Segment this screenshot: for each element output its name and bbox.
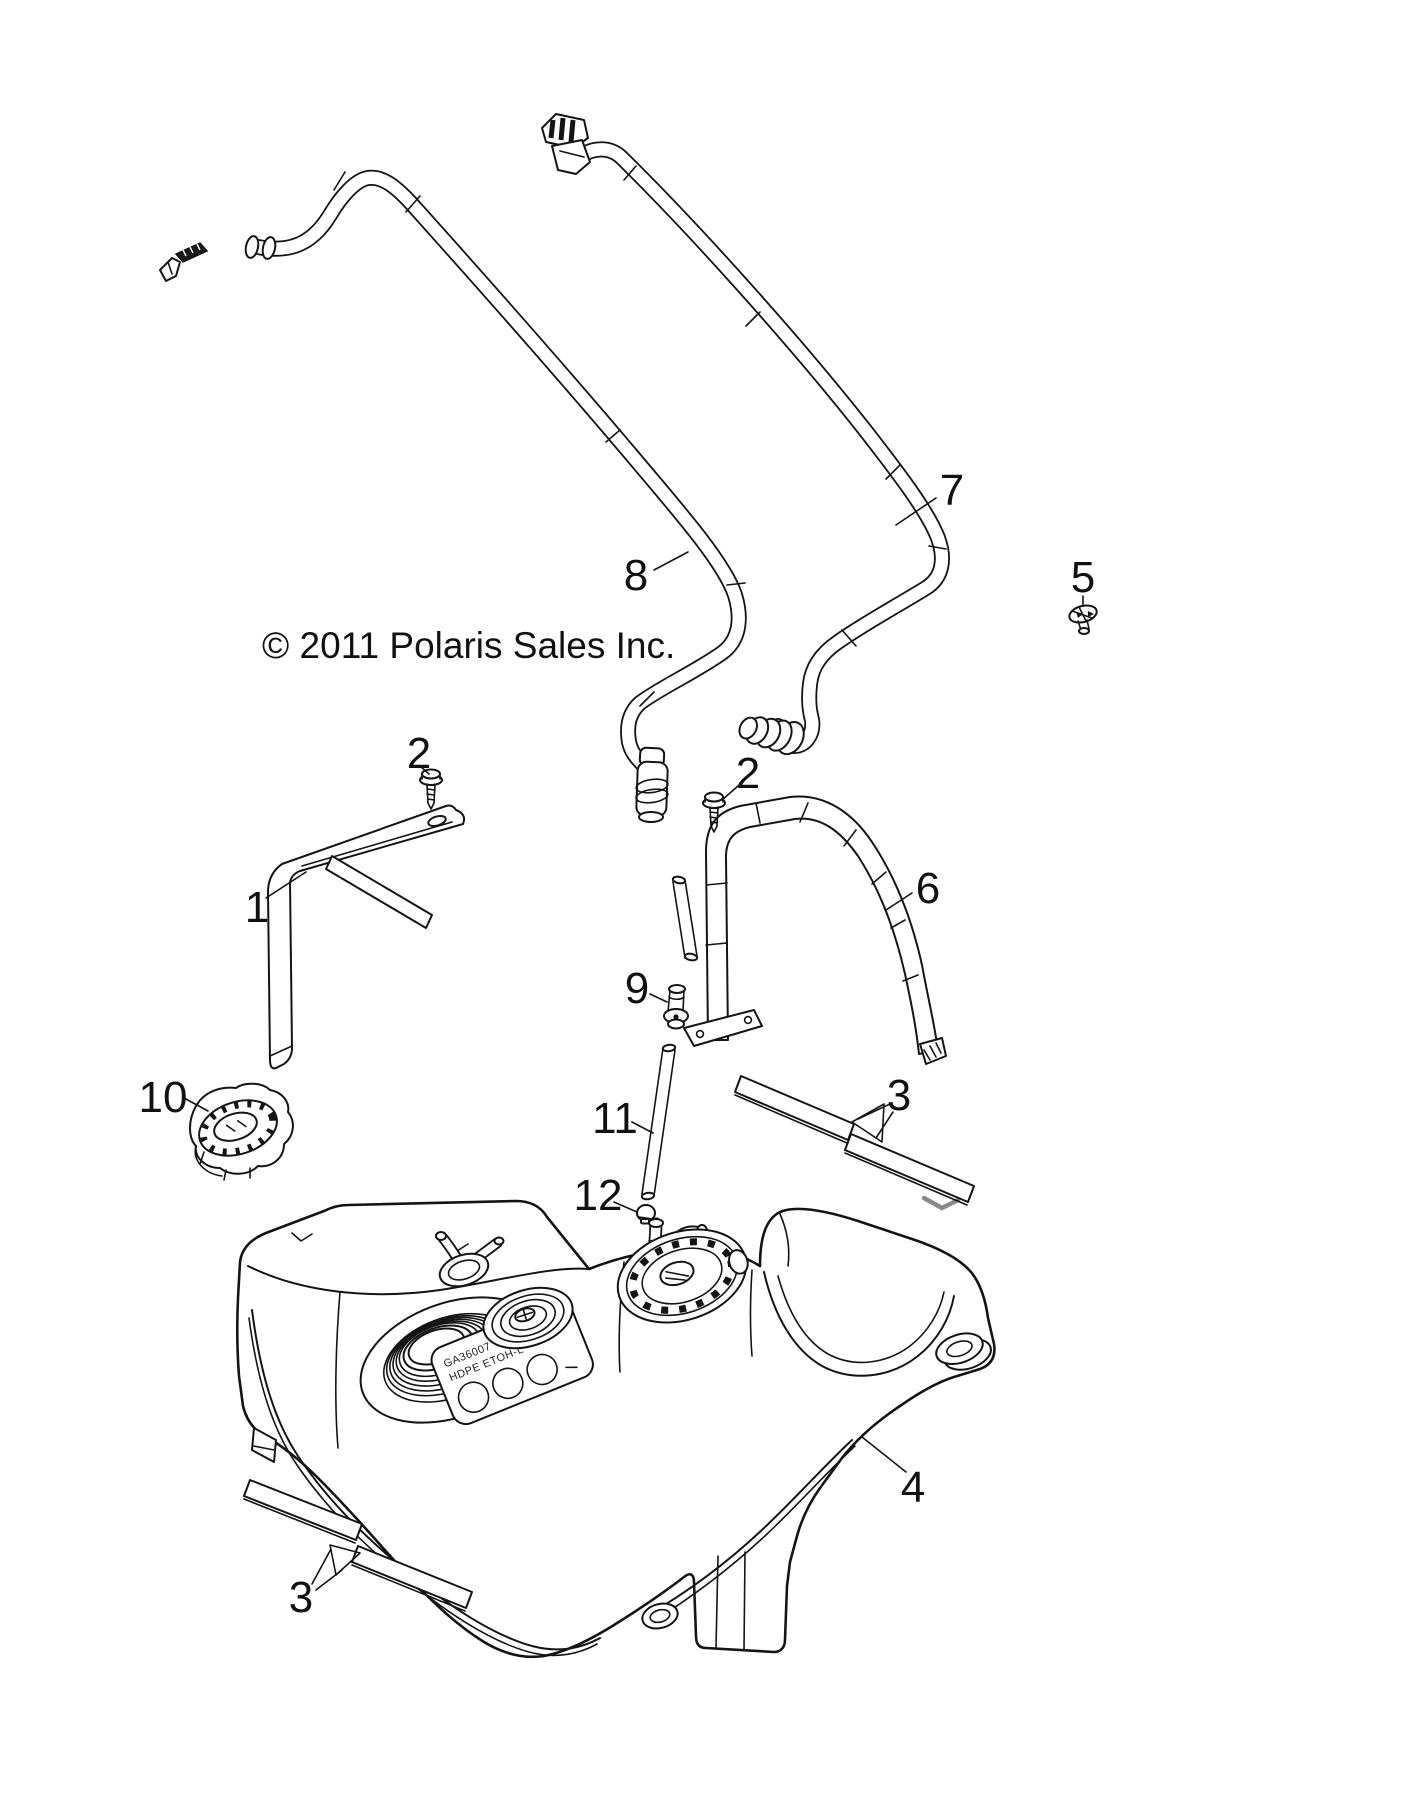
decal-strips-lower (243, 1479, 473, 1612)
vent-port-cap (438, 1252, 490, 1288)
callout-8[interactable]: 8 (624, 551, 648, 600)
fuel-cap (189, 1082, 294, 1181)
vent-hose-lower (640, 1043, 677, 1201)
tank-strap-right (683, 795, 947, 1065)
callout-4[interactable]: 4 (901, 1463, 925, 1512)
callout-11[interactable]: 11 (592, 1094, 638, 1143)
callout-2-left[interactable]: 2 (407, 729, 431, 778)
fuel-line-8 (159, 169, 747, 823)
fuel-pump-flange (616, 1228, 749, 1324)
vent-hose-upper (671, 875, 699, 962)
tank-mount-boss (935, 1332, 992, 1371)
callout-1[interactable]: 1 (245, 883, 269, 932)
callout-9[interactable]: 9 (625, 964, 649, 1013)
callout-5[interactable]: 5 (1071, 553, 1095, 602)
callout-2-right[interactable]: 2 (736, 749, 760, 798)
vent-valve (663, 984, 689, 1030)
fuel-line-7 (541, 113, 950, 756)
callouts: 7 8 5 2 2 1 6 9 10 11 12 3 3 4 (139, 466, 1096, 1622)
callout-10[interactable]: 10 (139, 1073, 188, 1122)
tank-strap-left (267, 804, 466, 1070)
decal-strips-upper (734, 1075, 975, 1206)
hose-clip (636, 1204, 656, 1225)
callout-7[interactable]: 7 (940, 466, 964, 515)
fuel-sender (482, 1286, 574, 1350)
push-clip (1068, 604, 1098, 635)
callout-12[interactable]: 12 (574, 1171, 623, 1220)
copyright-text: © 2011 Polaris Sales Inc. (262, 625, 675, 666)
callout-3-upper[interactable]: 3 (887, 1071, 911, 1120)
callout-3-lower[interactable]: 3 (289, 1573, 313, 1622)
fuel-tank: GA36007 HDPE ETOH-L (236, 1195, 996, 1659)
leader-lines (183, 497, 1084, 1591)
callout-6[interactable]: 6 (916, 864, 940, 913)
